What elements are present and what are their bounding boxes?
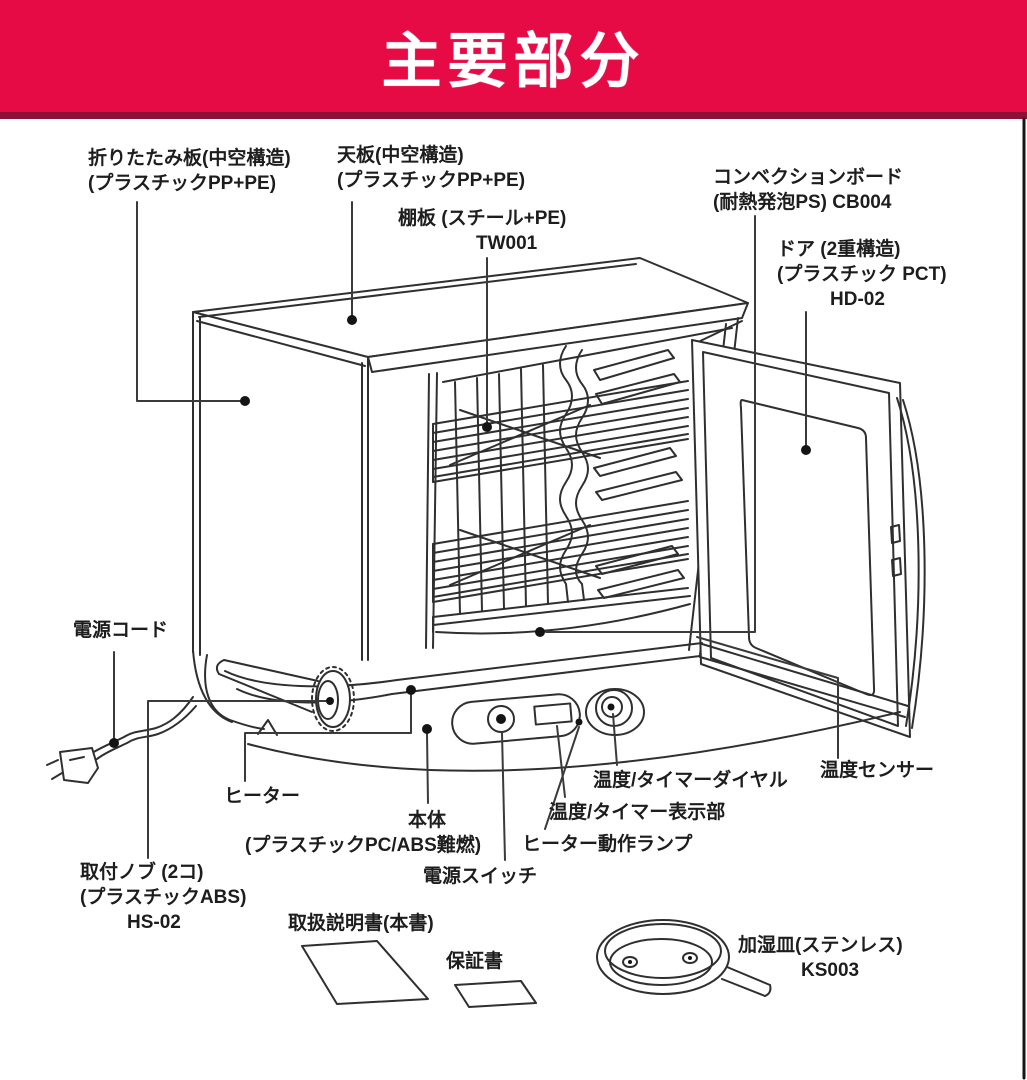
label-temp-timer-display: 温度/タイマー表示部 (549, 802, 726, 823)
door-handle (896, 397, 920, 727)
label-folding-plate: 折りたたみ板(中空構造) (プラスチックPP+PE) (88, 148, 291, 194)
heater-and-knob (215, 659, 355, 732)
header-accent-strip (0, 112, 1027, 119)
label-heater-lamp: ヒーター動作ランプ (522, 834, 693, 855)
power-cord-and-plug (46, 696, 197, 784)
interior-floor (432, 587, 691, 635)
label-main-body: 本体 (プラスチックPC/ABS難燃) (245, 810, 482, 856)
display-glyph (533, 702, 573, 726)
power-switch-glyph (487, 705, 515, 733)
label-power-switch: 電源スイッチ (423, 866, 538, 887)
pointer-dots (109, 315, 811, 748)
heater-lamp-glyph (575, 718, 583, 726)
label-temp-sensor: 温度センサー (820, 760, 935, 781)
base-housing (192, 642, 909, 772)
label-manual: 取扱説明書(本書) (288, 913, 434, 934)
label-temp-timer-dial: 温度/タイマーダイヤル (593, 770, 788, 791)
accessory-items (301, 919, 772, 1008)
label-heater: ヒーター (224, 786, 301, 807)
label-shelf-plate: 棚板 (スチール+PE) TW001 (398, 208, 567, 254)
label-warranty: 保証書 (446, 951, 504, 972)
manual-sheet-glyph (301, 940, 429, 1005)
door-panel (691, 320, 926, 738)
wire-shelf-lower (432, 500, 689, 603)
label-mounting-knob: 取付ノブ (2コ) (プラスチックABS) HS-02 (80, 862, 247, 933)
plug-glyph (59, 747, 99, 784)
warranty-sheet-glyph (454, 980, 537, 1008)
label-top-plate: 天板(中空構造) (プラスチックPP+PE) (337, 145, 526, 191)
label-convection-board: コンベクションボード (耐熱発泡PS) CB004 (713, 167, 904, 213)
label-power-cord: 電源コード (73, 620, 169, 641)
cabinet-body (192, 257, 749, 661)
label-door: ドア (2重構造) (プラスチック PCT) HD-02 (777, 239, 947, 310)
leader-lines (113, 201, 839, 861)
humidify-pan-glyph (596, 919, 772, 997)
page-header: 主要部分 (0, 0, 1027, 112)
page-title: 主要部分 (381, 27, 646, 95)
label-humidify-plate: 加湿皿(ステンレス) KS003 (738, 935, 903, 981)
wire-shelf-upper (432, 380, 689, 483)
